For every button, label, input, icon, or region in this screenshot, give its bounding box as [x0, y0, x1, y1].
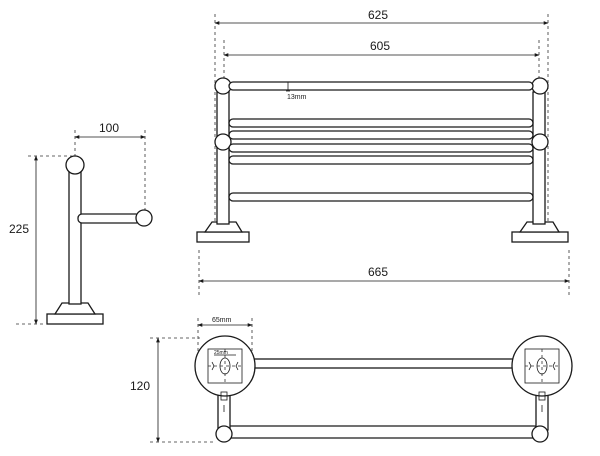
right-flange [511, 335, 573, 443]
dimension-625: 625 [214, 8, 549, 25]
right-post [511, 77, 569, 243]
dimension-225: 225 [9, 155, 38, 325]
dim-label-65mm: 65mm [212, 317, 232, 324]
dimension-13mm: 13mm [286, 81, 307, 101]
dim-label-25mm: 25mm [214, 350, 228, 356]
dimension-120: 120 [130, 337, 160, 443]
dim-label-120: 120 [130, 379, 150, 393]
top-view: 65mm 120 25mm [130, 317, 573, 443]
left-flange: 25mm [194, 335, 256, 443]
dim-label-665: 665 [368, 265, 388, 279]
towel-bars [228, 81, 534, 202]
side-view: 100 225 [9, 121, 153, 325]
front-view: 625 605 [196, 8, 570, 297]
dim-label-605: 605 [370, 39, 390, 53]
dimension-100: 100 [74, 121, 146, 139]
side-post [46, 155, 153, 325]
dim-label-225: 225 [9, 222, 29, 236]
dimension-65mm: 65mm [197, 317, 253, 327]
dim-label-13mm: 13mm [287, 94, 307, 101]
left-post [196, 77, 250, 243]
dim-label-625: 625 [368, 8, 388, 22]
dimension-665: 665 [198, 265, 570, 283]
dimension-605: 605 [223, 39, 540, 57]
dim-label-100: 100 [99, 121, 119, 135]
